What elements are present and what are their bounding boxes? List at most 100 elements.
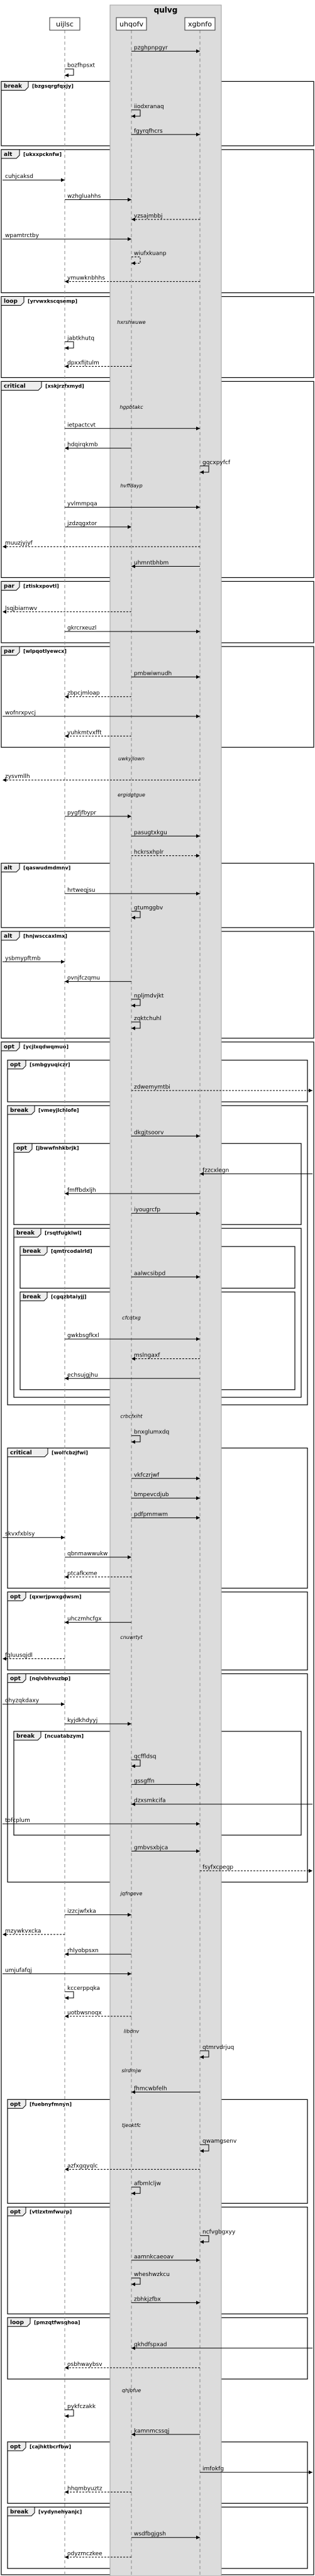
message-arrowhead — [196, 2258, 200, 2262]
messages-layer: pzghpnpgyrbozfhpsxtiiodxranaqfgyrqfhcrsc… — [3, 45, 312, 2560]
message: uotbwsnoqx — [65, 2010, 131, 2019]
message-label: fmffbdxljh — [67, 1187, 96, 1194]
message-self-line — [200, 2235, 209, 2243]
message-arrowhead — [309, 2470, 312, 2475]
message-label: fhmcwbfelh — [134, 2085, 167, 2092]
message-label: hhqmbyuztz — [67, 2485, 102, 2492]
message-arrowhead — [128, 1555, 131, 1560]
frame-tab — [13, 1731, 41, 1741]
participant-group-box — [109, 4, 222, 2576]
message-arrowhead — [131, 2282, 135, 2287]
message-label: jabtkhutq — [67, 335, 94, 341]
participant-uijlsc: uijlsc — [49, 17, 80, 31]
message-arrowhead — [65, 346, 69, 350]
separator-note: slrdmjw — [121, 2068, 141, 2074]
message-arrowhead — [200, 470, 204, 474]
frame-condition: [wolfcbzjfwi] — [52, 1450, 88, 1455]
message-arrowhead — [61, 1535, 65, 1540]
message: hrtweqjsu — [65, 887, 200, 896]
message-arrowhead — [196, 1211, 200, 1216]
message-arrowhead — [61, 178, 65, 182]
message: imfokfg — [200, 2466, 312, 2475]
frame-condition: [vydynehyanjc] — [38, 2509, 82, 2514]
message-label: zbpcjmloap — [67, 691, 100, 697]
message-label: zbhkjzfbx — [134, 2296, 161, 2302]
message-arrowhead — [61, 1702, 65, 1706]
message-label: mslngaxf — [134, 1352, 160, 1358]
message: mslngaxf — [131, 1352, 200, 1361]
frame-tab — [1, 863, 20, 873]
message-label: zqktchuhl — [134, 1016, 162, 1022]
message: odyzmczkee — [65, 2551, 131, 2560]
message: fqluusqjdl — [3, 1652, 65, 1661]
message: wsdfbgjgsh — [131, 2531, 200, 2540]
message: ysbmypftmb — [3, 955, 65, 964]
message-label: bmpevcdjub — [134, 1492, 169, 1498]
message-self-line — [131, 911, 141, 918]
message-arrowhead — [196, 132, 200, 136]
message-arrowhead — [196, 1516, 200, 1520]
message: wheshwzkcu — [131, 2272, 170, 2287]
message: umjufafqj — [3, 1968, 131, 1976]
message-arrowhead — [131, 2191, 135, 2196]
message-label: gtumggbv — [134, 905, 163, 911]
message: afbmlcljw — [131, 2181, 161, 2196]
separator-note: qhjbfue — [122, 2387, 141, 2393]
message-arrowhead — [65, 1620, 69, 1624]
message: pzghpnpgyr — [131, 45, 200, 53]
frame-keyword: par — [4, 648, 15, 655]
message-self-line — [131, 109, 141, 117]
message-label: hrtweqjsu — [67, 887, 95, 894]
message-label: aalwcsibpd — [134, 1270, 165, 1277]
message: izzcjwfxka — [65, 1909, 131, 1917]
message-arrowhead — [65, 734, 69, 738]
frame-tab — [7, 1673, 26, 1683]
message-arrowhead — [196, 1337, 200, 1341]
message-label: dkgjtsoorv — [134, 1130, 164, 1136]
message: pykfczakk — [65, 2404, 96, 2418]
message: hhqmbyuztz — [65, 2485, 131, 2494]
message-arrowhead — [131, 916, 135, 920]
frame-tab — [7, 2206, 26, 2216]
message-label: dpxxfijtulm — [67, 360, 99, 367]
message-label: qbnmawwukw — [67, 1551, 108, 1557]
message-label: bnxglumxdq — [134, 1430, 169, 1436]
message-label: npljmdvjkt — [134, 993, 164, 999]
message: muuzjyjyf — [3, 540, 200, 549]
message: uhczmhcfgx — [65, 1616, 131, 1624]
message-label: wsdfbgjgsh — [134, 2531, 166, 2538]
message-label: azfxgqyqlc — [67, 2163, 98, 2169]
frames-layer: break[bzgsqrgfqxjy]alt[ukxxpcknfw]loop[y… — [1, 80, 314, 2575]
message-label: fsyfxcpegp — [202, 1865, 233, 1871]
message: npljmdvjkt — [131, 993, 164, 1008]
message: bmpevcdjub — [131, 1492, 200, 1501]
message: kamnmcssqj — [131, 2428, 200, 2436]
message-arrowhead — [196, 891, 200, 896]
message-arrowhead — [65, 1575, 69, 1579]
message: qbnmawwukw — [65, 1551, 131, 1560]
frame-keyword: break — [23, 1248, 41, 1255]
frame-keyword: break — [10, 1108, 29, 1114]
message-label: dzxsmkcifa — [134, 1798, 166, 1804]
message-arrowhead — [131, 1026, 135, 1031]
frame-condition: [cajhktbcrfbw] — [30, 2444, 71, 2450]
message: qkhdfspxad — [131, 2342, 312, 2350]
separator-note: ergidgtgue — [118, 792, 145, 798]
message-arrowhead — [65, 364, 69, 369]
participant-box — [49, 17, 80, 31]
frame-condition: [qmtrcodalrld] — [51, 1248, 92, 1254]
message: ymuwknbhhs — [65, 275, 200, 284]
message-label: bozfhpsxt — [67, 63, 96, 69]
message-arrowhead — [65, 1376, 69, 1380]
message-arrowhead — [128, 237, 131, 242]
frame-condition: [rsqtfugklwl] — [45, 1230, 82, 1236]
message-arrowhead — [128, 1972, 131, 1976]
message-label: umjufafqj — [5, 1968, 32, 1974]
message-arrowhead — [131, 1003, 135, 1008]
message-self-line — [131, 256, 141, 264]
message-label: hckrsxhplr — [134, 850, 163, 856]
message: hdqirqkmb — [65, 442, 131, 450]
message: fhmcwbfelh — [131, 2085, 200, 2094]
